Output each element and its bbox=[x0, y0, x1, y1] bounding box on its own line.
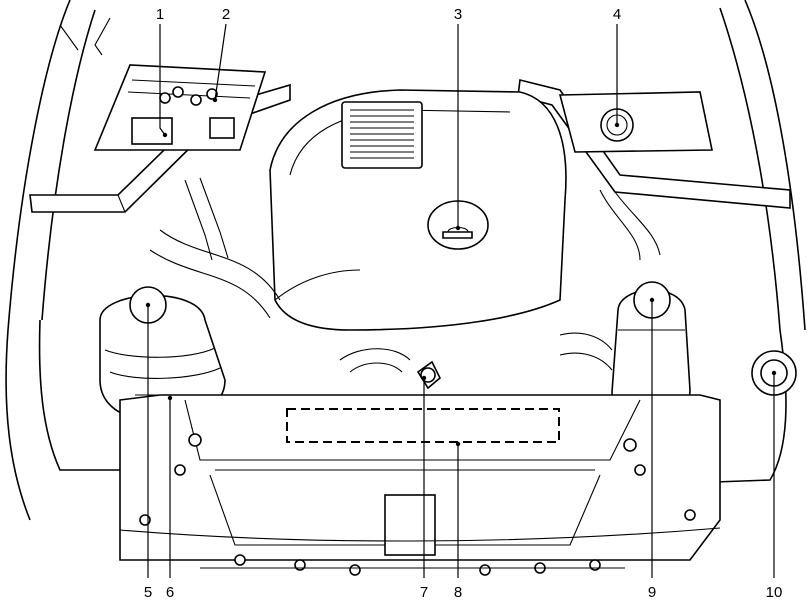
callout-3: 3 bbox=[454, 6, 462, 23]
label-area bbox=[286, 408, 560, 443]
engine-cover bbox=[269, 89, 567, 331]
callout-7: 7 bbox=[420, 584, 428, 601]
callout-1: 1 bbox=[156, 6, 164, 23]
callout-9: 9 bbox=[648, 584, 656, 601]
callout-10: 10 bbox=[766, 584, 783, 601]
intake-grille-slats bbox=[350, 109, 414, 159]
callout-6: 6 bbox=[166, 584, 174, 601]
callout-2: 2 bbox=[222, 6, 230, 23]
callout-5: 5 bbox=[144, 584, 152, 601]
dipstick bbox=[416, 360, 441, 390]
radiator-support bbox=[119, 394, 721, 576]
callout-numbers: 1 2 3 4 5 6 7 8 9 10 bbox=[144, 6, 783, 601]
battery bbox=[93, 64, 267, 151]
leader-dots bbox=[145, 97, 777, 447]
leader-lines bbox=[147, 23, 775, 578]
callout-4: 4 bbox=[613, 6, 621, 23]
hoses bbox=[149, 177, 661, 373]
callout-8: 8 bbox=[454, 584, 462, 601]
top-right-reservoir bbox=[558, 91, 713, 153]
